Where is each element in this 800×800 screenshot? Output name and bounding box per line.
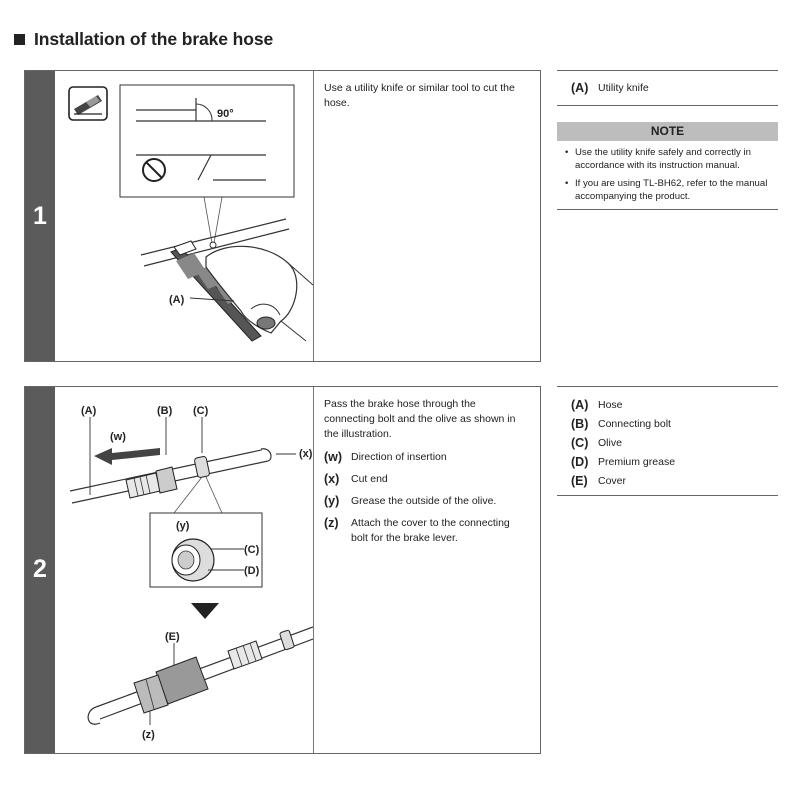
step-2-legend: (w) Direction of insertion (x) Cut end (… — [324, 450, 529, 546]
step-1-panel: 1 90° — [24, 70, 541, 362]
parts-label: Cover — [598, 474, 627, 487]
bottom-rule — [557, 495, 778, 496]
parts-item: (B) Connecting bolt — [571, 414, 778, 433]
label-z: (z) — [142, 729, 155, 741]
parts-item: (C) Olive — [571, 433, 778, 452]
parts-tag: (A) — [571, 81, 589, 95]
note-bottom-rule — [557, 209, 778, 210]
prohibited-icon — [142, 158, 166, 182]
legend-tag: (x) — [324, 472, 340, 486]
step-1-parts-column: (A) Utility knife NOTE Use the utility k… — [557, 70, 778, 210]
parts-item: (A) Hose — [571, 395, 778, 414]
step-1-number: 1 — [33, 202, 47, 230]
legend-item: (y) Grease the outside of the olive. — [324, 494, 529, 509]
cover-icon — [133, 656, 209, 714]
top-rule — [557, 386, 778, 387]
parts-label: Utility knife — [598, 82, 649, 94]
parts-tag: (D) — [571, 454, 589, 469]
step-1-drawing: 90° (A) — [68, 84, 313, 342]
parts-label: Hose — [598, 398, 623, 411]
parts-tag: (B) — [571, 416, 589, 431]
heading-square-icon — [14, 33, 25, 45]
step-2-number: 2 — [33, 555, 47, 583]
label-d: (D) — [244, 565, 260, 577]
angle-label: 90° — [217, 108, 234, 120]
step-2-bar — [25, 387, 55, 753]
down-arrow-icon — [191, 603, 219, 619]
legend-label: Cut end — [351, 473, 388, 485]
bolt-thread-icon — [227, 629, 295, 670]
page-title: Installation of the brake hose — [34, 28, 274, 49]
legend-tag: (w) — [324, 450, 343, 464]
label-y: (y) — [176, 520, 190, 532]
label-a: (A) — [169, 294, 185, 306]
parts-tag: (A) — [571, 397, 589, 412]
top-rule — [557, 70, 778, 71]
legend-item: (w) Direction of insertion — [324, 450, 529, 465]
parts-tag: (C) — [571, 435, 589, 450]
bottom-rule — [557, 105, 778, 106]
legend-label: Attach the cover to the connecting bolt … — [351, 517, 510, 544]
connecting-bolt-icon — [125, 466, 178, 499]
label-e: (E) — [165, 631, 180, 643]
parts-item: (D) Premium grease — [571, 452, 778, 471]
step-2-instruction: Pass the brake hose through the connecti… — [324, 398, 516, 440]
legend-label: Direction of insertion — [351, 451, 447, 463]
label-b: (B) — [157, 405, 173, 417]
parts-item: (A) Utility knife — [571, 71, 778, 105]
parts-tag: (E) — [571, 473, 588, 488]
step-2-parts-column: (A) Hose (B) Connecting bolt (C) Olive (… — [557, 386, 778, 496]
parts-item: (E) Cover — [571, 471, 778, 490]
legend-tag: (y) — [324, 494, 340, 508]
step-1-bar — [25, 71, 55, 361]
label-a: (A) — [81, 405, 97, 417]
legend-item: (z) Attach the cover to the connecting b… — [324, 516, 529, 546]
section-heading: Installation of the brake hose — [14, 27, 273, 51]
step-1-instruction: Use a utility knife or similar tool to c… — [324, 82, 515, 109]
step-2-drawing: (A) (B) (C) (w) (x) — [69, 405, 313, 741]
step-2-instruction-block: Pass the brake hose through the connecti… — [324, 397, 529, 546]
label-w: (w) — [110, 431, 126, 443]
legend-tag: (z) — [324, 516, 339, 530]
legend-item: (x) Cut end — [324, 472, 529, 487]
note-item: If you are using TL-BH62, refer to the m… — [563, 178, 778, 203]
step-2-panel: 2 (A) (B) (C) (w) (x) — [24, 386, 541, 754]
step-2-illustration: (A) (B) (C) (w) (x) — [56, 387, 313, 753]
step-1-divider — [313, 71, 314, 361]
label-x: (x) — [299, 448, 313, 460]
parts-label: Premium grease — [598, 455, 676, 468]
olive-icon — [194, 456, 210, 478]
note-heading: NOTE — [557, 122, 778, 141]
label-c2: (C) — [244, 544, 260, 556]
note-item: Use the utility knife safely and correct… — [563, 147, 778, 172]
note-list: Use the utility knife safely and correct… — [563, 147, 778, 203]
label-c: (C) — [193, 405, 209, 417]
cutting-tool-icon — [68, 86, 108, 121]
step-1-illustration: 90° (A) — [56, 71, 313, 361]
step-2-divider — [313, 387, 314, 753]
parts-label: Connecting bolt — [598, 417, 671, 430]
legend-label: Grease the outside of the olive. — [351, 495, 497, 507]
parts-label: Olive — [598, 436, 622, 449]
